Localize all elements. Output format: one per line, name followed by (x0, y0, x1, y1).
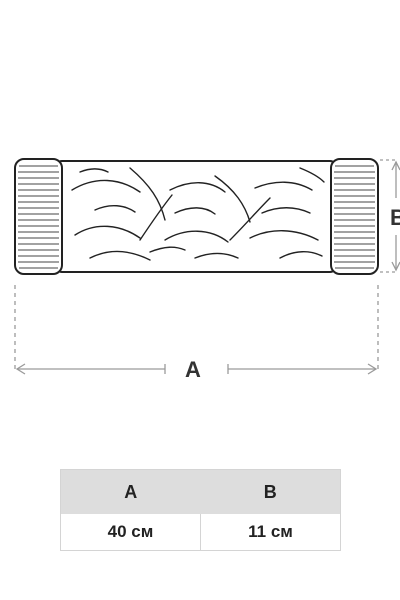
dimension-b-label: B (390, 205, 400, 230)
size-table-value-b: 11 см (200, 514, 340, 550)
right-ribbed-cuff (330, 158, 379, 275)
dimension-a-left-arrow (15, 363, 26, 375)
dimension-a (14, 285, 379, 375)
size-table-header-b: B (263, 481, 277, 502)
dimension-b-top-arrow (391, 160, 400, 171)
size-table-row: 40 см 11 см (61, 514, 340, 550)
dimension-a-right-arrow (367, 363, 378, 375)
headband-diagram: A B (14, 158, 400, 382)
size-table-value-a: 40 см (107, 522, 154, 541)
dimension-b (380, 159, 400, 273)
left-ribbed-cuff (14, 158, 63, 275)
dimension-a-label: A (185, 357, 201, 382)
dimension-b-bottom-arrow (391, 261, 400, 272)
size-table: A B 40 см 11 см (60, 469, 341, 551)
size-table-header-a: A (124, 481, 138, 502)
cable-knit-pattern (71, 167, 325, 261)
size-table-header: A B (61, 470, 340, 514)
